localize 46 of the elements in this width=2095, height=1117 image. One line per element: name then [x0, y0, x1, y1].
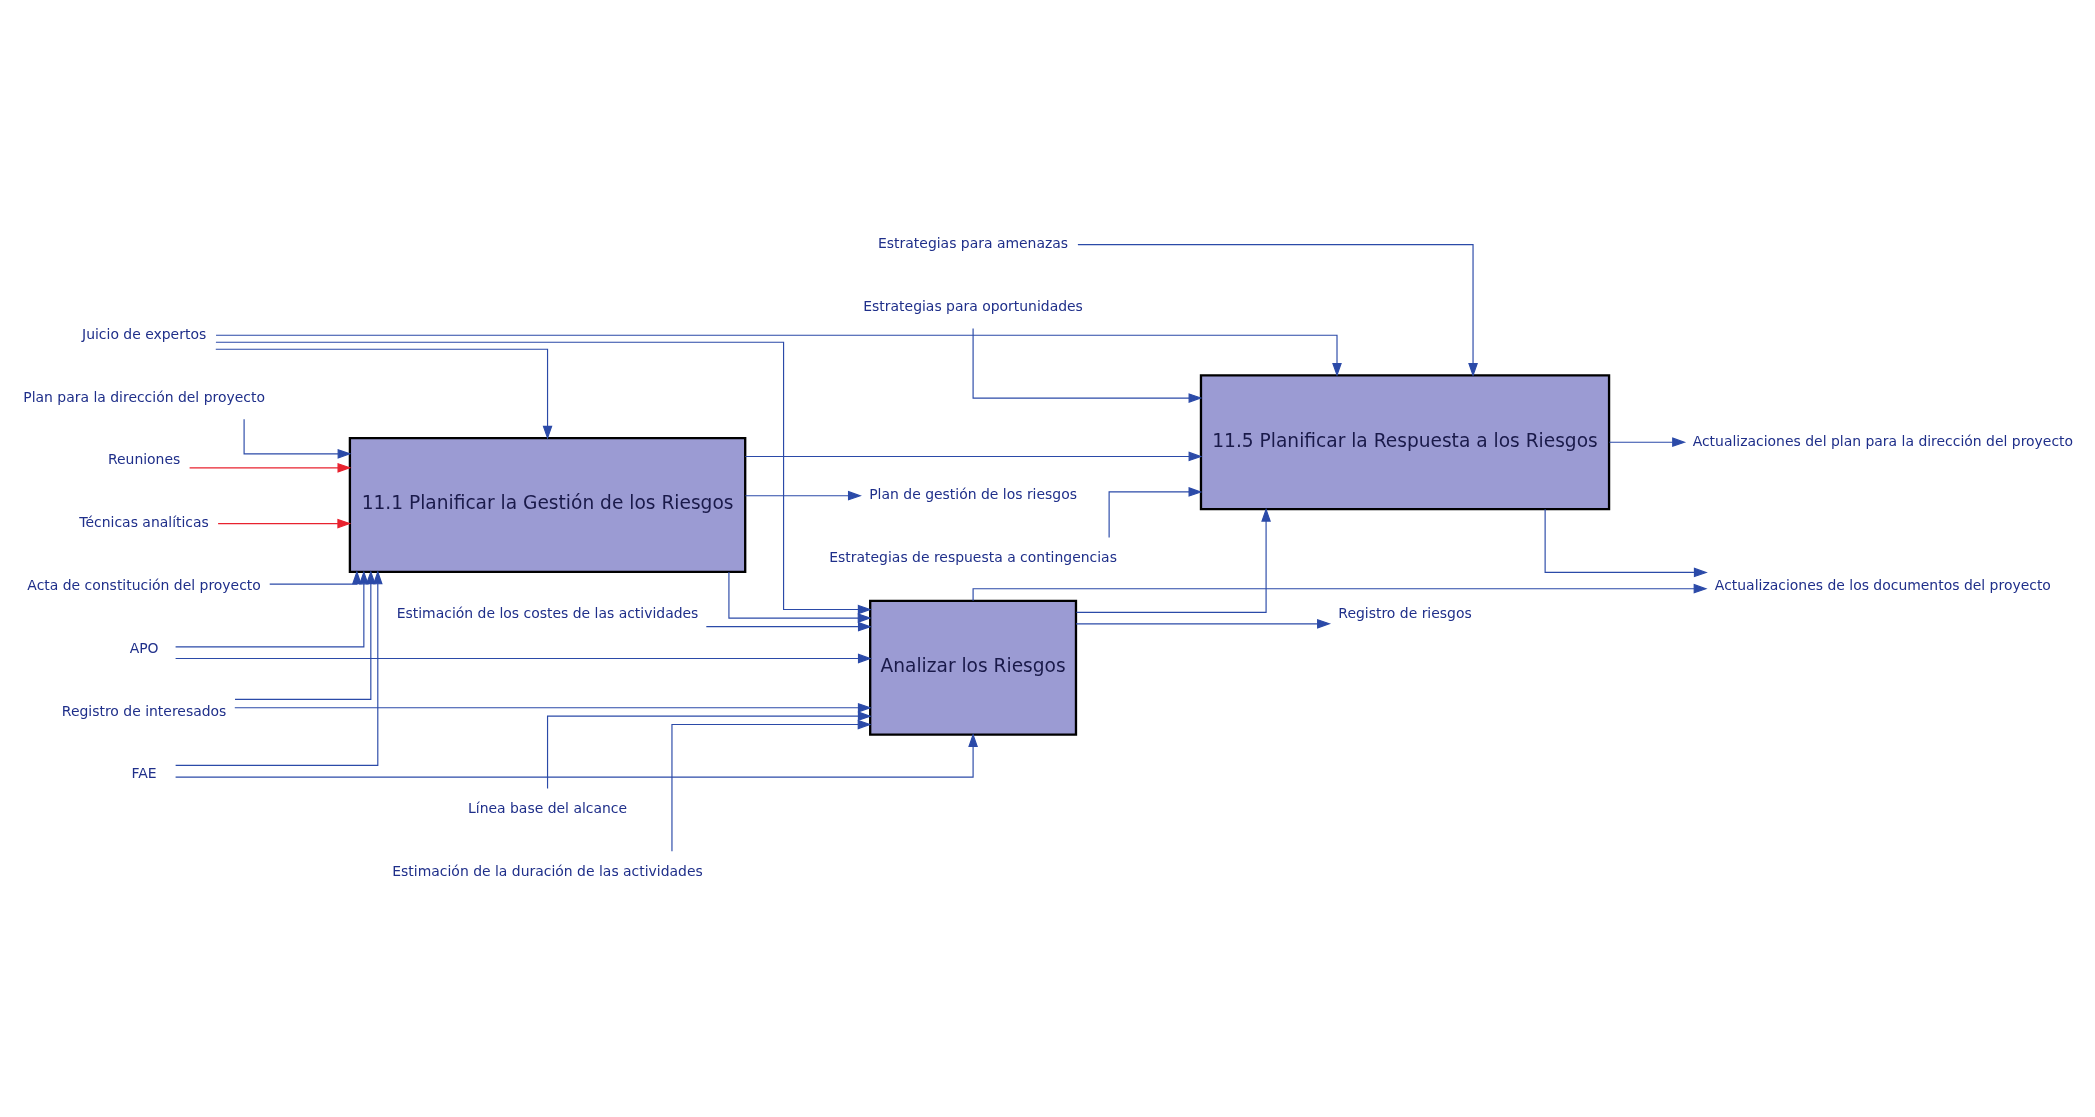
arrow — [215, 348, 553, 440]
node-text: Plan para la dirección del proyecto — [23, 388, 265, 405]
node-box: Analizar los Riesgos — [869, 599, 1078, 736]
node-box: 11.1 Planificar la Gestión de los Riesgos — [348, 437, 747, 574]
node-text: FAE — [131, 765, 157, 782]
node-box: 11.5 Planificar la Respuesta a los Riesgos — [1199, 374, 1611, 511]
node-text: Actualizaciones de los documentos del proyecto — [1714, 577, 2051, 594]
node-text: Registro de interesados — [61, 702, 227, 719]
arrow — [728, 571, 872, 623]
arrow — [705, 621, 872, 632]
arrow — [1608, 437, 1687, 448]
arrow — [671, 719, 872, 852]
node-text: Acta de constitución del proyecto — [27, 577, 261, 594]
node-text: Estrategias para amenazas — [878, 235, 1069, 252]
node-text: Juicio de expertos — [82, 325, 207, 342]
arrow — [217, 518, 352, 529]
arrow — [189, 462, 352, 473]
node-text: Estimación de los costes de las actividades — [396, 604, 699, 621]
node-text: Estrategias de respuesta a contingencias — [829, 549, 1117, 566]
arrow — [215, 341, 872, 615]
node-text: Plan de gestión de los riesgos — [869, 486, 1077, 503]
node-text: Línea base del alcance — [468, 800, 628, 817]
arrow — [1544, 508, 1708, 578]
arrow — [175, 570, 369, 648]
node-text: Actualizaciones del plan para la dirección del proyecto — [1692, 432, 2074, 449]
arrow — [1077, 244, 1478, 378]
arrow — [546, 711, 872, 789]
arrow — [1075, 618, 1331, 629]
arrow — [1075, 507, 1271, 613]
node-text: Estimación de la duración de las actividades — [392, 863, 703, 880]
arrow — [744, 490, 862, 501]
arrow — [175, 733, 978, 778]
node-text: Estrategias para oportunidades — [863, 297, 1083, 314]
node-text: Reuniones — [107, 451, 181, 468]
arrow — [972, 327, 1203, 403]
arrow — [243, 418, 352, 459]
arrow — [972, 583, 1708, 602]
arrow — [1108, 487, 1203, 539]
node-text: Técnicas analíticas — [79, 514, 209, 531]
arrow — [269, 570, 362, 585]
node-text: Registro de riesgos — [1338, 604, 1472, 621]
arrow — [215, 334, 1342, 377]
arrow — [175, 653, 872, 664]
node-text: APO — [129, 639, 159, 656]
arrow — [744, 451, 1203, 462]
arrow — [234, 702, 872, 713]
